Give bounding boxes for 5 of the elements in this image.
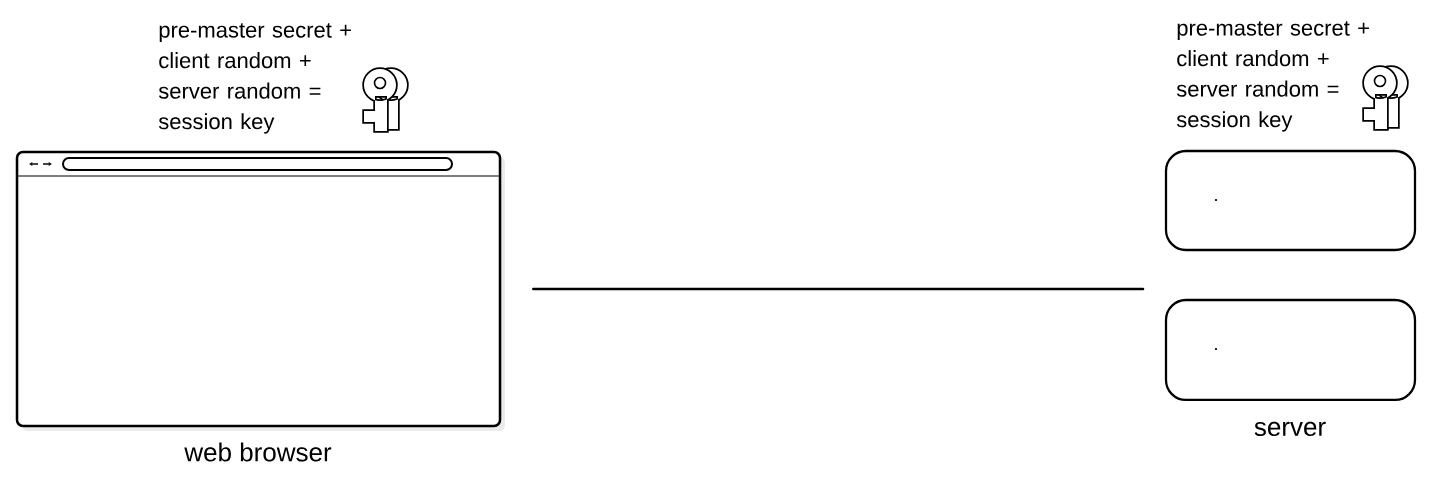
node-label: web browser xyxy=(184,442,332,462)
node-label: server xyxy=(1254,421,1326,437)
connector-line xyxy=(532,287,1145,291)
formula-text: pre-master secret + client random + server random = session key xyxy=(1176,21,1369,132)
formula-text: pre-master secret + client random + server random = session key xyxy=(158,23,351,134)
